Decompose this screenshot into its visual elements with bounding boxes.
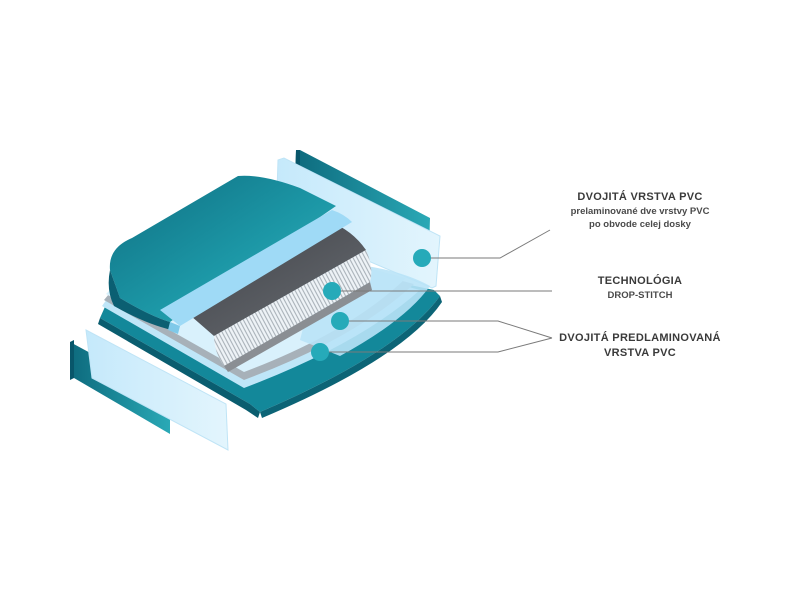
label-pvc-line1: prelaminované dve vrstvy PVC [570, 206, 710, 217]
label-double-prelaminated-pvc: DVOJITÁ PREDLAMINOVANÁ VRSTVA PVC [548, 331, 732, 361]
label-prelam-line1: DVOJITÁ PREDLAMINOVANÁ [559, 332, 721, 344]
marker-dot-prelam-2 [311, 343, 329, 361]
marker-dot-pvc [413, 249, 431, 267]
label-pvc-line2: po obvode celej dosky [589, 219, 691, 230]
top-teal-shell [109, 175, 336, 322]
leader-lines [320, 229, 553, 353]
top-teal-layer [108, 175, 352, 334]
left-side-strips [70, 329, 229, 451]
label-double-pvc-layer: DVOJITÁ VRSTVA PVC prelaminované dve vrs… [548, 190, 732, 231]
marker-dot-prelam-1 [331, 312, 349, 330]
label-prelam-line2: VRSTVA PVC [603, 347, 677, 359]
core-stitching [214, 250, 372, 366]
label-drop-stitch-technology: TECHNOLÓGIA DROP-STITCH [560, 274, 720, 302]
label-dropstitch-title: TECHNOLÓGIA [597, 275, 683, 287]
leader-line-prelam-2 [320, 337, 553, 353]
label-dropstitch-subtitle: DROP-STITCH [607, 290, 673, 301]
label-pvc-title: DVOJITÁ VRSTVA PVC [577, 191, 703, 203]
leader-line-prelam-1 [340, 320, 553, 339]
leader-line-pvc [422, 229, 551, 259]
left-blue-side-strip [85, 329, 229, 451]
marker-dots [311, 249, 431, 361]
marker-dot-dropstitch [323, 282, 341, 300]
top-blue-band [160, 210, 352, 326]
drop-stitch-core [168, 222, 372, 372]
core-top [168, 222, 366, 336]
